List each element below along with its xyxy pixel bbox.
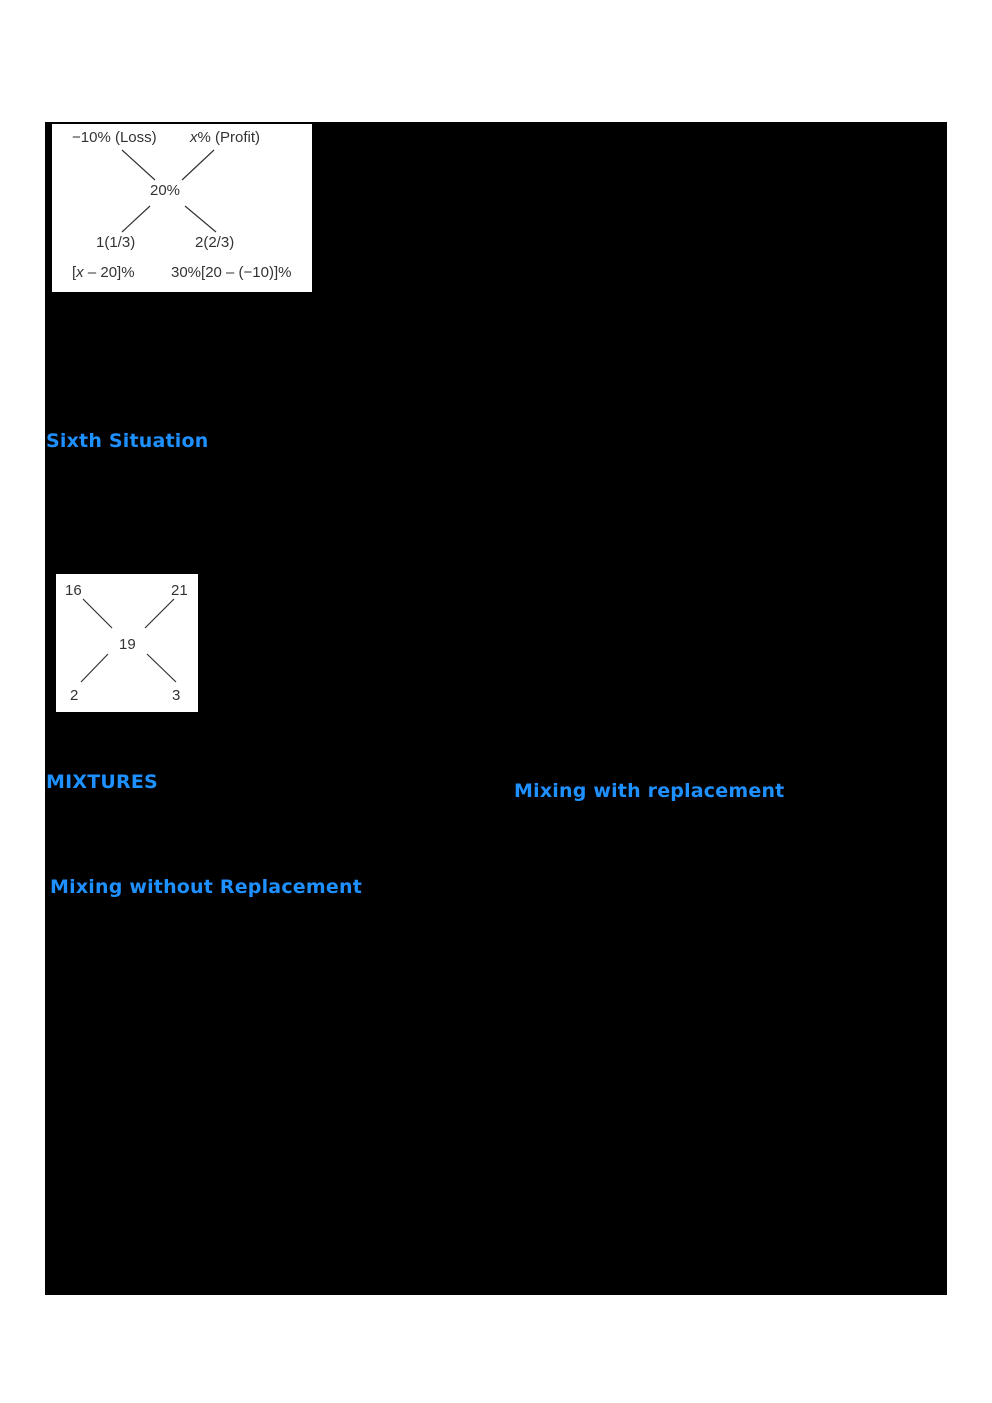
alligation-diagram-profit-loss: −10% (Loss) x% (Profit) 20% 1(1/3) 2(2/3… (52, 124, 312, 292)
heading-mixing-with-replacement: Mixing with replacement (514, 780, 785, 802)
ratio-left-label: 1(1/3) (96, 234, 136, 251)
ratio-right-label: 2(2/3) (195, 234, 235, 251)
value-bottom-left: 2 (70, 687, 79, 704)
value-top-right: 21 (171, 582, 188, 599)
alligation-diagram-numbers: 16 21 19 2 3 (56, 574, 198, 712)
profit-percent-label: x% (Profit) (190, 129, 261, 146)
difference-right-label: 30%[20 – (−10)]% (171, 264, 292, 281)
heading-sixth-situation: Sixth Situation (46, 430, 209, 452)
alligation-cross-lines (121, 149, 217, 233)
loss-percent-label: −10% (Loss) (72, 129, 157, 146)
value-bottom-right: 3 (172, 687, 181, 704)
value-center: 19 (119, 636, 136, 653)
mean-percent-label: 20% (150, 182, 181, 199)
alligation-cross-lines (80, 598, 177, 683)
heading-mixtures: MIXTURES (46, 771, 158, 793)
heading-mixing-without-replacement: Mixing without Replacement (50, 876, 362, 898)
value-top-left: 16 (65, 582, 82, 599)
difference-left-label: [x – 20]% (72, 264, 135, 281)
